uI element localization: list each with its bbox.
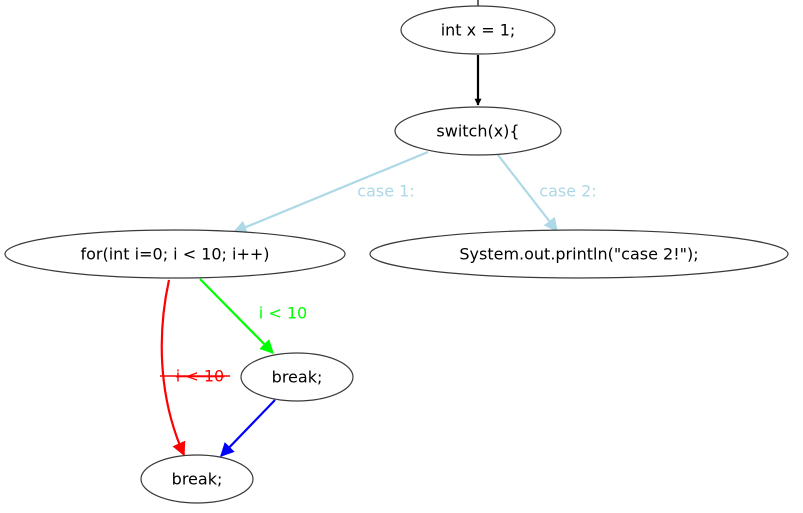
edge-break-1-to-break-2 [220, 399, 276, 458]
edge-switch-to-println: case 2: [497, 154, 597, 233]
node-label-break-1: break; [272, 368, 323, 387]
node-switch: switch(x){ [394, 106, 562, 156]
edge-for-to-break-2: i < 10 [160, 279, 230, 457]
node-label-int-x: int x = 1; [441, 21, 516, 40]
edge-label-case-2: case 2: [539, 182, 596, 201]
node-break-2: break; [140, 454, 254, 504]
node-break-1: break; [240, 352, 354, 402]
edge-switch-to-for: case 1: [232, 150, 429, 234]
node-int-x: int x = 1; [400, 5, 556, 55]
node-label-for-loop: for(int i=0; i < 10; i++) [80, 245, 269, 264]
node-label-println: System.out.println("case 2!"); [459, 245, 698, 264]
edge-label-i-less-10: i < 10 [259, 304, 307, 323]
node-label-break-2: break; [172, 470, 223, 489]
node-for-loop: for(int i=0; i < 10; i++) [4, 229, 346, 279]
edge-for-to-break-1: i < 10 [199, 278, 307, 354]
node-label-switch: switch(x){ [436, 122, 519, 141]
edge-label-case-1: case 1: [357, 182, 414, 201]
node-println: System.out.println("case 2!"); [369, 229, 789, 279]
